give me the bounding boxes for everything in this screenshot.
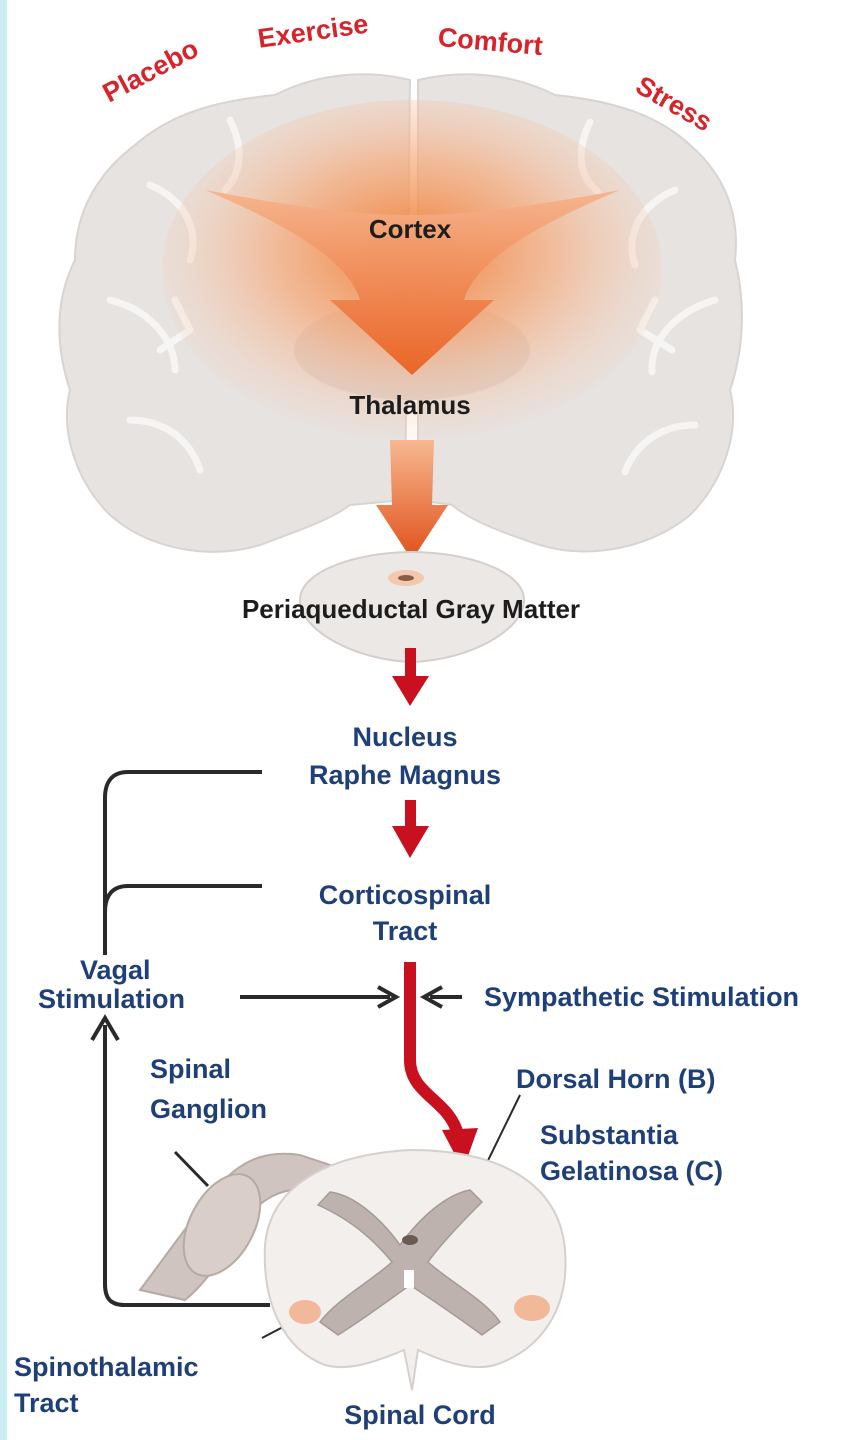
nrm-label-line2: Raphe Magnus (270, 760, 540, 791)
corticospinal-red-path (410, 962, 458, 1135)
spinal-cord-label: Spinal Cord (310, 1400, 530, 1431)
cortex-label: Cortex (340, 214, 480, 245)
stt-label-line1: Spinothalamic (14, 1352, 199, 1383)
pag-label: Periaqueductal Gray Matter (196, 594, 626, 625)
cst-label-line2: Tract (330, 916, 480, 947)
vagal-label-line2: Stimulation (38, 984, 185, 1015)
cst-label-line1: Corticospinal (280, 880, 530, 911)
stt-label-line2: Tract (14, 1388, 79, 1419)
thalamus-label: Thalamus (320, 390, 500, 421)
sympathetic-label: Sympathetic Stimulation (484, 982, 799, 1013)
vagal-label-line1: Vagal (80, 955, 151, 986)
ganglion-label-line1: Spinal (150, 1054, 231, 1085)
brain-illustration (59, 74, 742, 662)
sg-label-line2: Gelatinosa (C) (540, 1156, 723, 1187)
spinal-cord-illustration (140, 1150, 566, 1390)
ganglion-label-line2: Ganglion (150, 1094, 267, 1125)
nrm-label-line1: Nucleus (290, 722, 520, 753)
sg-label-line1: Substantia (540, 1120, 678, 1151)
dorsal-horn-label: Dorsal Horn (B) (516, 1064, 716, 1095)
